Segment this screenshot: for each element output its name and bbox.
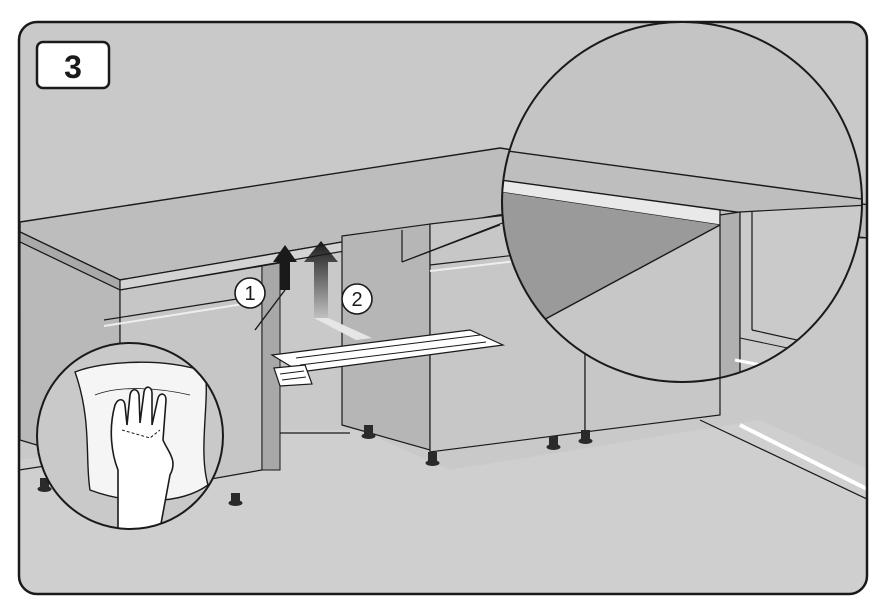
callout-label: 2 bbox=[351, 289, 362, 311]
hand-wipe-icon bbox=[36, 342, 224, 530]
callout-1: 1 bbox=[234, 277, 266, 309]
callout-label: 1 bbox=[244, 283, 255, 305]
callout-2: 2 bbox=[341, 283, 373, 315]
step-number: 3 bbox=[64, 49, 82, 85]
cabinet-feet bbox=[37, 425, 593, 506]
protective-tape bbox=[270, 329, 506, 387]
up-arrow-icon bbox=[254, 245, 297, 331]
up-arrow-icon bbox=[304, 241, 372, 340]
step-badge: 3 bbox=[35, 40, 111, 90]
